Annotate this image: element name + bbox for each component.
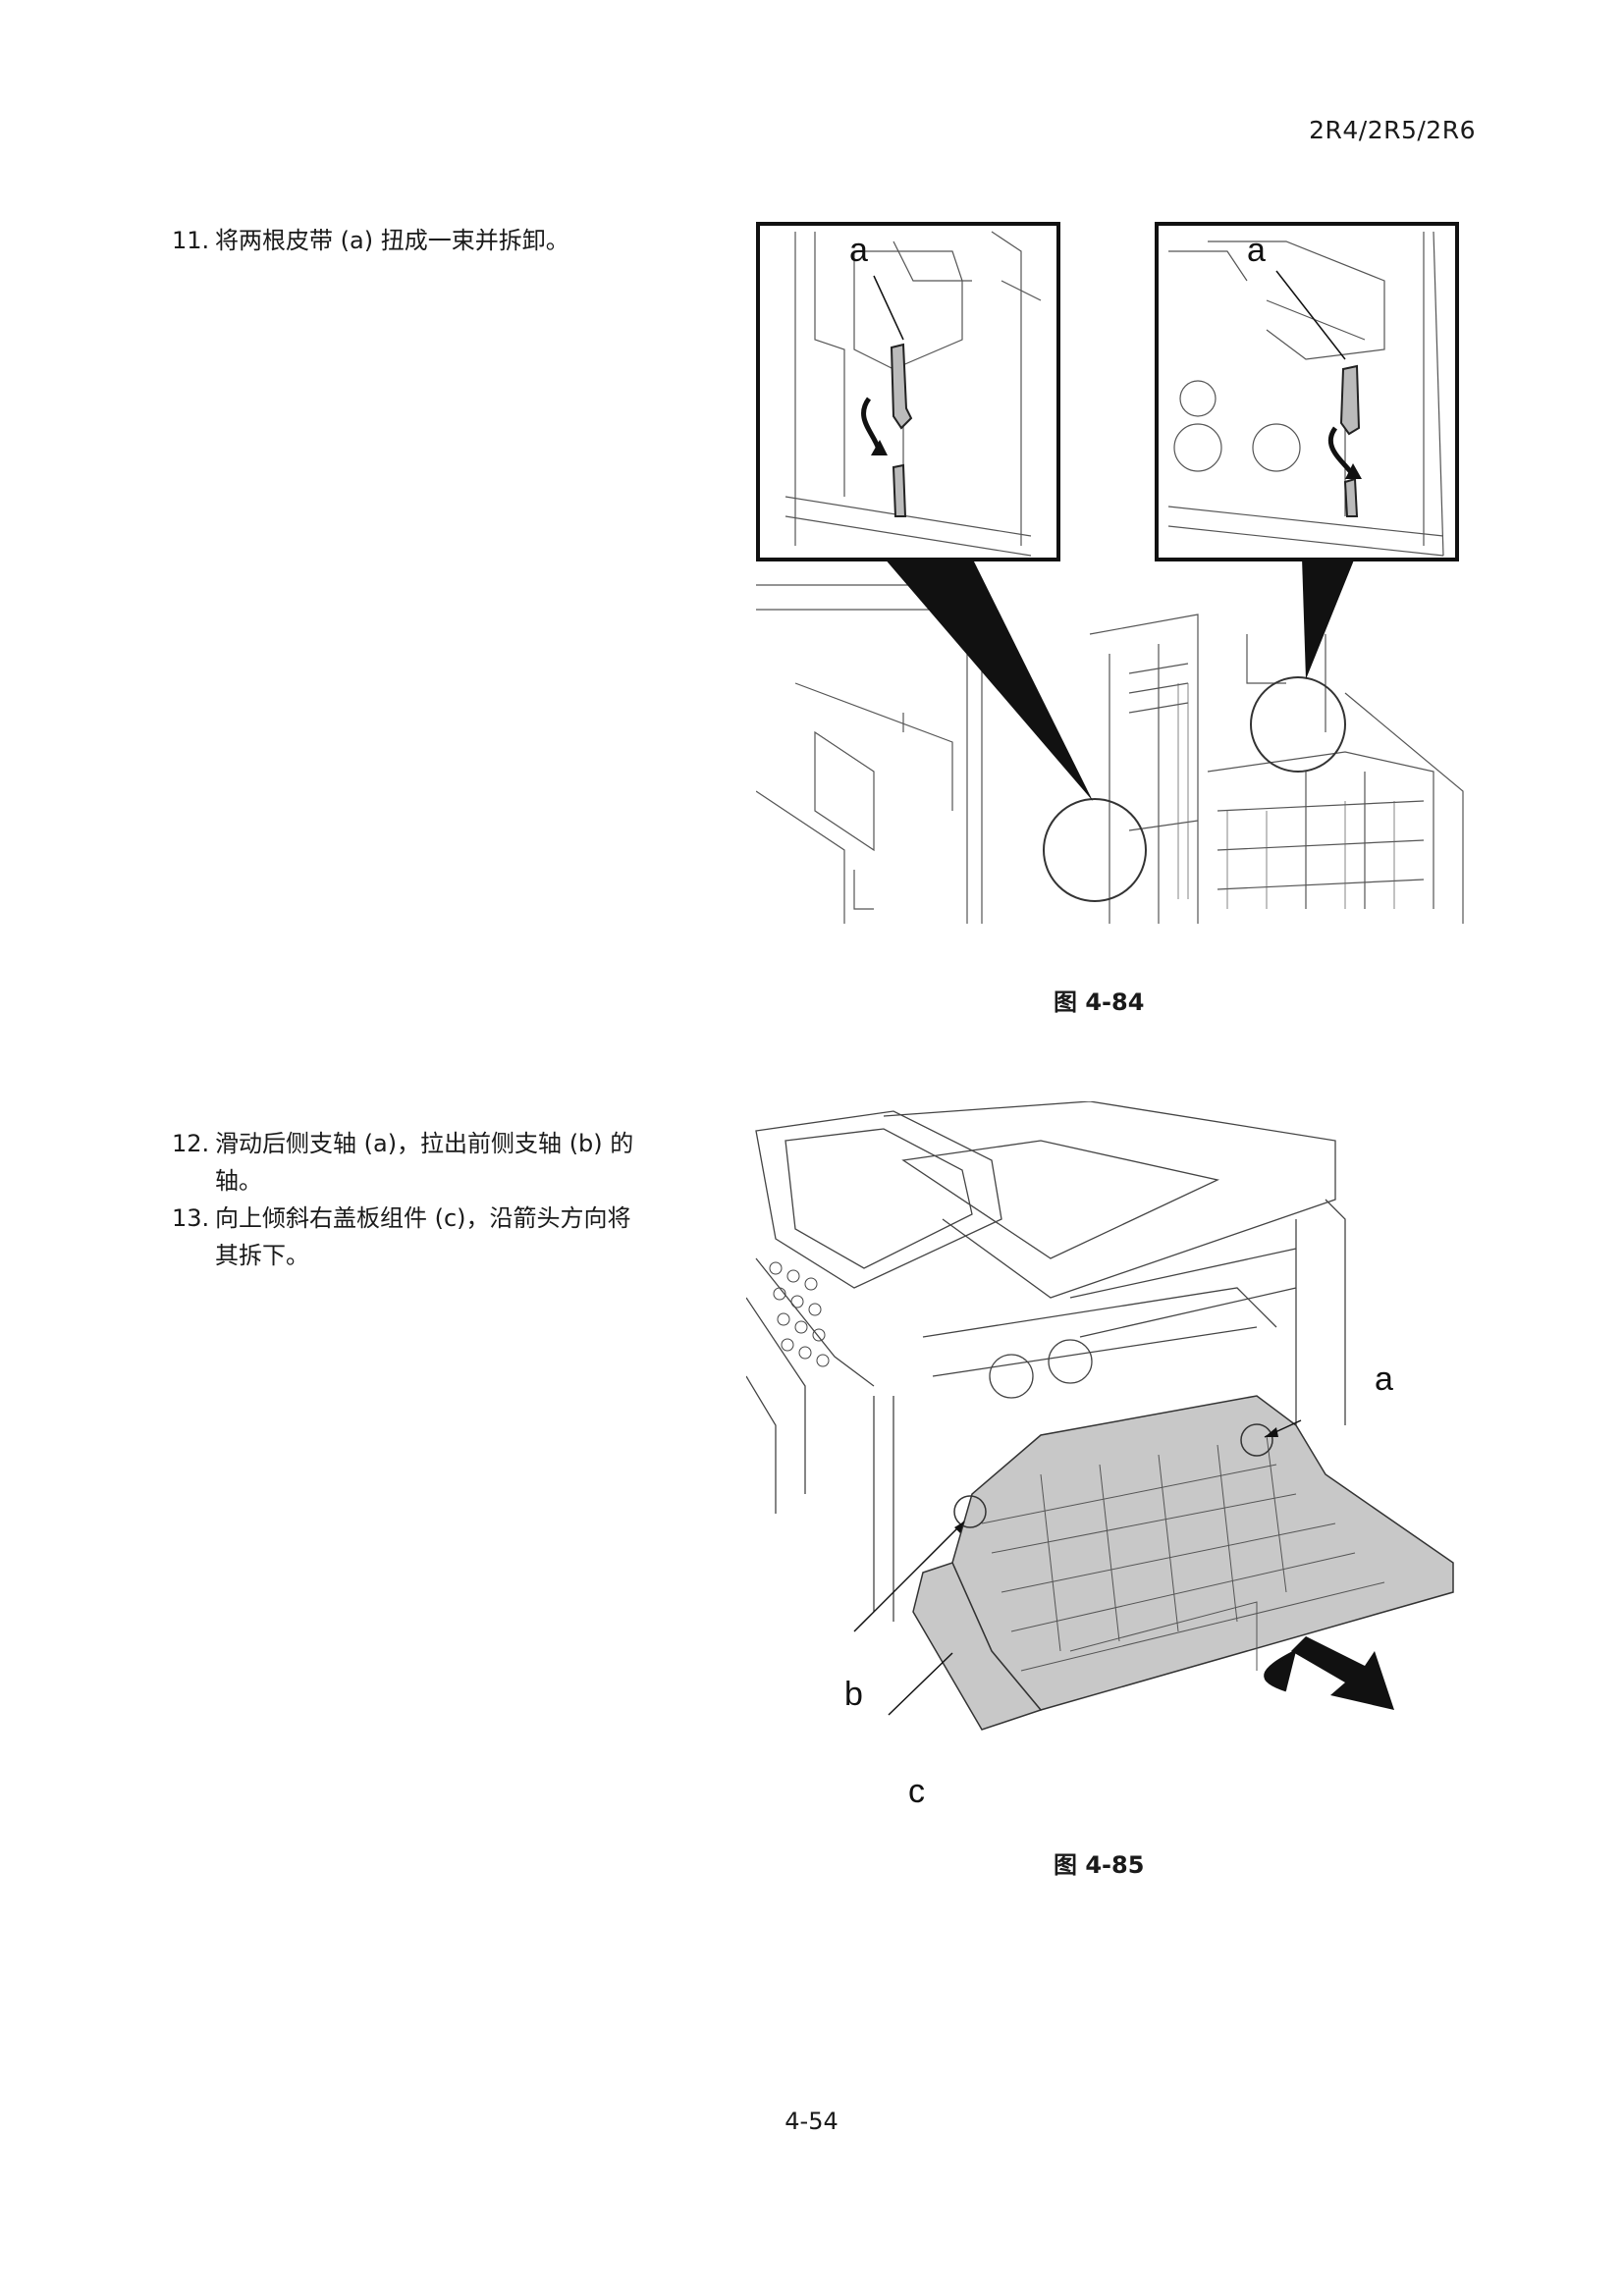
step-text-continuation: 其拆下。	[215, 1242, 309, 1269]
figure-4-85-caption: 图 4-85	[1054, 1851, 1145, 1879]
step-11: 11.将两根皮带 (a) 扭成一束并拆卸。	[172, 222, 702, 259]
figure-4-85-callout-a: a	[1375, 1361, 1393, 1398]
step-number: 13.	[172, 1204, 210, 1232]
step-number: 11.	[172, 227, 210, 254]
figure-4-85-callout-c: c	[908, 1773, 925, 1810]
step-text-continuation: 轴。	[215, 1167, 262, 1195]
figure-4-84-illustration: a a	[756, 222, 1464, 924]
document-model-header: 2R4/2R5/2R6	[1309, 116, 1476, 144]
page-number: 4-54	[784, 2108, 839, 2135]
figure-4-84-callout-a-left: a	[849, 232, 868, 269]
figure-4-85-callout-b: b	[844, 1676, 863, 1713]
step-text: 将两根皮带 (a) 扭成一束并拆卸。	[215, 227, 569, 254]
figure-4-85-illustration: a b c	[746, 1101, 1454, 1810]
step-text: 滑动后侧支轴 (a)，拉出前侧支轴 (b) 的	[215, 1130, 634, 1157]
figure-4-84-caption: 图 4-84	[1054, 988, 1145, 1016]
step-13: 13.向上倾斜右盖板组件 (c)，沿箭头方向将 其拆下。	[172, 1200, 702, 1274]
step-number: 12.	[172, 1130, 210, 1157]
step-text: 向上倾斜右盖板组件 (c)，沿箭头方向将	[215, 1204, 631, 1232]
figure-4-84-callout-a-right: a	[1247, 232, 1266, 269]
step-12: 12.滑动后侧支轴 (a)，拉出前侧支轴 (b) 的 轴。	[172, 1125, 702, 1200]
